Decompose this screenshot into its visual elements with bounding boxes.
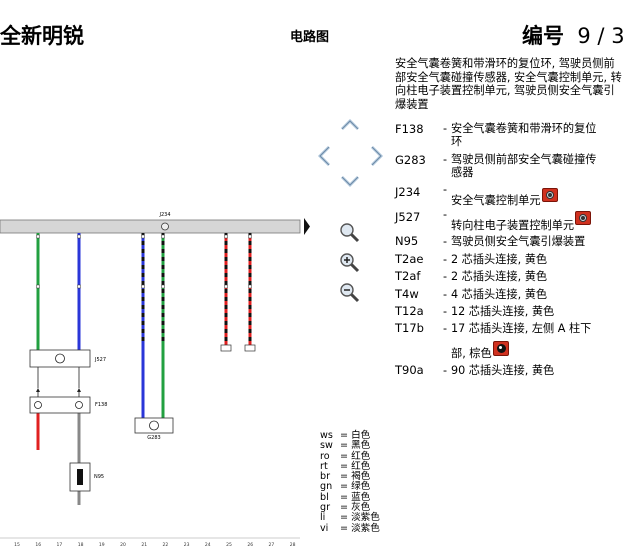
ruler-tick-label: 18 — [78, 542, 84, 548]
component-label: J527 — [94, 357, 106, 363]
legend-code: N95 — [395, 234, 419, 248]
legend-desc: -2 芯插头连接, 黄色 — [443, 270, 548, 283]
legend-desc: -17 芯插头连接, 左侧 A 柱下 — [443, 322, 592, 335]
connector-pin — [161, 284, 165, 289]
unit-symbol-icon — [55, 353, 65, 364]
color-code-row: bl= 蓝色 — [320, 491, 371, 503]
magnifier-icon[interactable] — [339, 222, 361, 244]
camera-icon[interactable] — [541, 188, 558, 202]
sensor-symbol-icon — [149, 420, 159, 431]
page-separator: / — [597, 24, 605, 48]
color-code-row: li= 淡紫色 — [320, 512, 380, 524]
component-label: N95 — [94, 474, 104, 480]
arrow-right-icon[interactable] — [369, 145, 385, 167]
color-code-row: vi= 淡紫色 — [320, 522, 380, 534]
document-type: 电路图 — [290, 30, 330, 45]
page-label: 编号 — [522, 24, 564, 48]
legend-code: F138 — [395, 122, 424, 136]
legend-desc-cont: 感器 — [451, 166, 474, 179]
component-label: F138 — [95, 402, 107, 408]
control-unit-bar — [0, 219, 301, 234]
legend-code: J234 — [395, 185, 421, 199]
arrow-up-icon[interactable] — [340, 117, 360, 131]
color-code-row: sw= 黑色 — [320, 440, 371, 452]
ruler-tick-label: 20 — [120, 542, 126, 548]
legend-desc: -12 芯插头连接, 黄色 — [443, 305, 555, 318]
terminal-icon — [220, 344, 232, 352]
legend-desc: -转向柱电子装置控制单元 — [443, 209, 592, 232]
connector-pin — [224, 284, 228, 289]
unit-label: J234 — [158, 212, 170, 218]
color-code-row: br= 褐色 — [320, 471, 371, 483]
ruler-tick-label: 26 — [247, 542, 253, 548]
legend-code: T90a — [395, 363, 424, 377]
legend-code: T4w — [395, 287, 419, 301]
terminal-icon — [244, 344, 256, 352]
legend-desc-cont: 环 — [451, 135, 463, 148]
ruler-tick-label: 19 — [99, 542, 105, 548]
legend-desc: -2 芯插头连接, 黄色 — [443, 253, 548, 266]
connector-pin — [77, 234, 81, 239]
wiring-schematic[interactable]: J234 J527 F138 G283 N95 15 16 17 18 19 20 21 22… — [0, 205, 320, 553]
legend-desc: -安全气囊卷簧和带滑环的复位 — [443, 122, 597, 135]
page-total: 3 — [611, 24, 625, 48]
page-number: 编号 9 / 3 — [522, 26, 625, 47]
igniter-symbol-icon — [77, 469, 83, 485]
coil-symbol-icon — [34, 401, 42, 409]
ruler-tick-label: 24 — [205, 542, 211, 548]
legend-code: T2af — [395, 269, 421, 283]
ruler-tick-label: 21 — [141, 542, 147, 548]
legend-code: T17b — [395, 321, 424, 335]
page-continue-arrow-icon[interactable] — [304, 218, 310, 235]
coil-symbol-icon — [75, 401, 83, 409]
color-code-row: ws= 白色 — [320, 430, 371, 441]
color-code-row: ro= 红色 — [320, 450, 371, 462]
component-label: G283 — [147, 435, 160, 441]
ruler-tick-label: 16 — [35, 542, 41, 548]
color-code-row: gr= 灰色 — [320, 502, 371, 514]
connector-pin — [36, 234, 40, 239]
ruler-tick-label: 28 — [290, 542, 296, 548]
unit-symbol-icon — [161, 222, 169, 231]
diagram-title: 安全气囊卷簧和带滑环的复位环, 驾驶员侧前部安全气囊碰撞传感器, 安全气囊控制单… — [395, 57, 622, 111]
page-current: 9 — [577, 24, 591, 48]
legend-desc: -90 芯插头连接, 黄色 — [443, 364, 555, 377]
wire-color-key: ws= 白色 sw= 黑色 ro= 红色 rt= 红色 br= 褐色 gn= 绿… — [320, 430, 380, 534]
zoom-out-icon[interactable] — [339, 282, 361, 304]
location-icon[interactable] — [492, 341, 509, 356]
arrow-left-icon[interactable] — [316, 145, 332, 167]
component-box-f138 — [29, 396, 91, 414]
legend-code: J527 — [395, 210, 421, 224]
color-code-row: gn= 绿色 — [320, 481, 371, 493]
ruler-tick-label: 15 — [14, 542, 20, 548]
connector-pin — [248, 234, 252, 239]
ruler-tick-label: 17 — [57, 542, 63, 548]
legend-desc: -驾驶员侧安全气囊引爆装置 — [443, 235, 586, 248]
legend-desc: -4 芯插头连接, 黄色 — [443, 288, 548, 301]
model-name: 全新明锐 — [0, 24, 84, 48]
ruler-tick-label: 23 — [184, 542, 190, 548]
legend-desc: -驾驶员侧前部安全气囊碰撞传 — [443, 153, 597, 166]
legend-code: T2ae — [395, 252, 424, 266]
legend-code: T12a — [395, 304, 424, 318]
connector-pin — [77, 284, 81, 289]
color-code-row: rt= 红色 — [320, 460, 371, 472]
ruler-tick-label: 25 — [226, 542, 232, 548]
connector-pin — [36, 284, 40, 289]
legend-code: G283 — [395, 153, 426, 167]
connector-pin — [161, 234, 165, 239]
connector-pin — [141, 234, 145, 239]
ruler-tick-label: 22 — [163, 542, 169, 548]
connector-pin — [224, 234, 228, 239]
legend-desc-cont: 部, 棕色 — [451, 341, 509, 360]
connector-pin — [141, 284, 145, 289]
ruler-tick-label: 27 — [269, 542, 275, 548]
arrow-down-icon[interactable] — [340, 175, 360, 189]
connector-pin — [248, 284, 252, 289]
camera-icon[interactable] — [575, 211, 592, 225]
zoom-in-icon[interactable] — [339, 252, 361, 274]
legend-desc: -安全气囊控制单元 — [443, 184, 558, 207]
